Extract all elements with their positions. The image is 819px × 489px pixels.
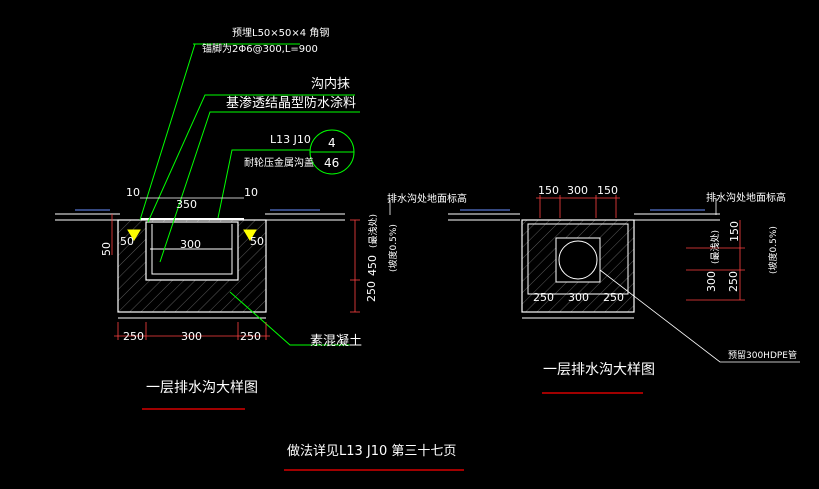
waterproof-label: 基渗透结晶型防水涂料 — [226, 95, 356, 111]
angle-steel-label: 预埋L50×50×4 角钢 — [232, 26, 329, 39]
dim-side-150: 150 — [728, 221, 741, 242]
footer-note: 做法详见L13 J10 第三十七页 — [287, 444, 456, 459]
concrete-label: 素混凝土 — [310, 333, 362, 349]
dim-gap-left: 10 — [126, 186, 140, 199]
dim-top-width: 350 — [176, 198, 197, 211]
left-dim-lines — [111, 197, 360, 340]
right-ground-left: 排水沟处地面标高 — [387, 192, 467, 205]
left-leaders — [139, 43, 360, 346]
ref-num-bottom: 46 — [324, 156, 339, 170]
left-title: 一层排水沟大样图 — [146, 380, 258, 396]
right-leaders — [389, 198, 800, 363]
dim-left-height: 50 — [100, 242, 113, 256]
right-bottom-right: 250 — [603, 291, 624, 304]
dim-top-mid: 300 — [567, 184, 588, 197]
pipe-label: 预留300HDPE管 — [728, 349, 797, 361]
dim-bottom-left: 250 — [123, 330, 144, 343]
dim-side-300: 300 — [705, 271, 718, 292]
dim-right-50: 50 — [250, 235, 264, 248]
right-slope: (坡度0.5%) — [767, 226, 779, 274]
dim-left-50: 50 — [120, 235, 134, 248]
left-slope-note: (最浅处) — [367, 214, 379, 248]
dim-depth-450: 450 — [366, 255, 379, 276]
ref-num-top: 4 — [328, 136, 336, 150]
ref-code-label: L13 J10 — [270, 133, 311, 146]
left-slope: (坡度0.5%) — [387, 224, 399, 272]
right-bottom-left: 250 — [533, 291, 554, 304]
dim-bottom-right: 250 — [240, 330, 261, 343]
dim-bottom-mid: 300 — [181, 330, 202, 343]
dim-inner-width: 300 — [180, 238, 201, 251]
right-slope-note: (最浅处) — [709, 230, 721, 264]
left-drain-section — [55, 209, 345, 319]
anchor-bar-label: 锚脚为2Φ6@300,L=900 — [202, 42, 318, 55]
right-title: 一层排水沟大样图 — [543, 362, 655, 378]
right-text: 排水沟处地面标高 排水沟处地面标高 预留300HDPE管 150 300 150… — [387, 184, 797, 394]
right-dim-lines — [536, 195, 745, 301]
left-text: 预埋L50×50×4 角钢 锚脚为2Φ6@300,L=900 沟内抹 基渗透结晶… — [100, 26, 399, 410]
right-drain-section — [448, 209, 720, 319]
right-ground-right: 排水沟处地面标高 — [706, 191, 786, 204]
dim-side-250: 250 — [727, 271, 740, 292]
dim-top-right: 150 — [597, 184, 618, 197]
dim-gap-right: 10 — [244, 186, 258, 199]
dim-top-left: 150 — [538, 184, 559, 197]
inner-coat-label: 沟内抹 — [311, 76, 350, 92]
left-ref-circle — [309, 129, 355, 175]
dim-depth-250: 250 — [365, 281, 378, 302]
right-bottom-mid: 300 — [568, 291, 589, 304]
cover-label: 耐轮压金属沟盖 — [244, 156, 314, 169]
